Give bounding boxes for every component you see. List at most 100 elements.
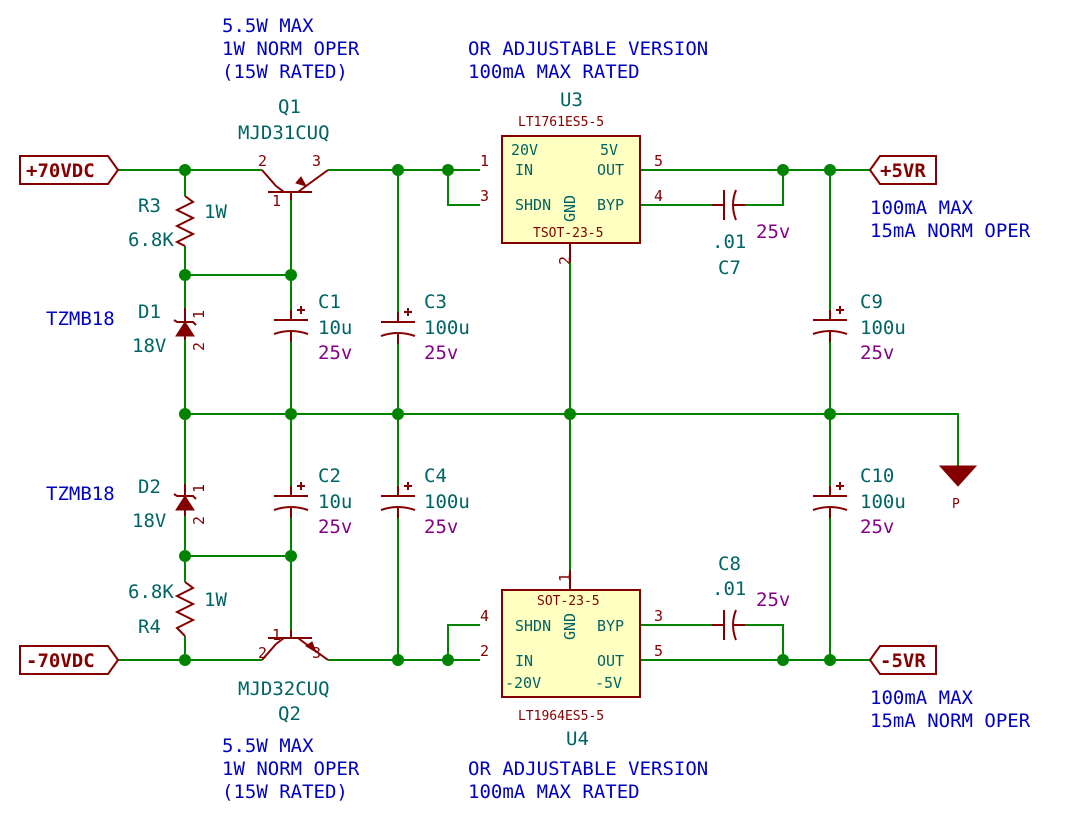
c3-value: 100u [424,317,470,339]
zener-d1 [173,308,197,340]
capacitor-c7 [712,189,745,221]
u3-pin-shdn: SHDN [515,196,551,214]
c1-value: 10u [318,317,352,339]
c2-voltage: 25v [318,516,352,538]
q1-pin-b: 2 [258,152,267,170]
d1-ref: D1 [138,301,161,323]
power-flag-pos-out-label: +5VR [880,160,926,182]
u3-pinnum-shdn: 3 [480,187,489,205]
c4-ref: C4 [424,465,447,487]
out-neg-note-line-1: 100mA MAX [870,687,974,709]
u4-pinnum-byp: 3 [654,607,663,625]
u3-pin-in-voltage: 20V [511,141,538,159]
q1-pin-c: 3 [312,152,321,170]
out-pos-note-line-1: 100mA MAX [870,197,974,219]
u4-pin-out-voltage: -5V [595,674,622,692]
d1-part: TZMB18 [46,308,115,330]
c3-ref: C3 [424,291,447,313]
d2-pin-2: 2 [190,516,208,525]
c8-ref: C8 [718,553,741,575]
u4-pinnum-in: 2 [480,642,489,660]
c10-voltage: 25v [860,516,894,538]
c2-ref: C2 [318,465,341,487]
d2-value: 18V [132,510,166,532]
u3-pinnum-byp: 4 [654,187,663,205]
q2-value: MJD32CUQ [238,678,330,700]
junctions [179,164,836,666]
u4-value: LT1964ES5-5 [518,709,604,724]
u4-pin-in-voltage: -20V [505,674,541,692]
d2-ref: D2 [138,476,161,498]
u3-note-line-1: OR ADJUSTABLE VERSION [468,38,708,60]
u4-pin-gnd: GND [561,613,579,640]
q1-pin-e: 1 [272,192,281,210]
transistor-q2 [261,630,329,661]
c10-ref: C10 [860,465,894,487]
u4-note-line-2: 100mA MAX RATED [468,781,640,803]
d1-pin-2: 2 [190,342,208,351]
power-flag-pos-in-label: +70VDC [26,160,95,182]
q1-value: MJD31CUQ [238,122,330,144]
u3-ref: U3 [560,89,583,111]
u3-pin-byp: BYP [597,196,624,214]
u4-pinnum-out: 5 [654,642,663,660]
u4-pin-byp: BYP [597,617,624,635]
c3-voltage: 25v [424,342,458,364]
c9-value: 100u [860,317,906,339]
u3-pin-out-voltage: 5V [600,141,618,159]
u3-pinnum-gnd: 2 [556,256,574,265]
q1-ref: Q1 [278,96,301,118]
power-flag-neg-out-label: -5VR [880,650,926,672]
c8-value: .01 [712,578,746,600]
c10-value: 100u [860,491,906,513]
q1-note-line-3: (15W RATED) [222,61,348,83]
c7-voltage: 25v [756,221,790,243]
out-neg-note-line-2: 15mA NORM OPER [870,710,1031,732]
q2-note-line-3: (15W RATED) [222,781,348,803]
u3-pin-gnd: GND [561,195,579,222]
u3-pinnum-in: 1 [480,152,489,170]
u3-footprint: TSOT-23-5 [533,226,603,241]
r3-power: 1W [204,201,227,223]
u3-note-line-2: 100mA MAX RATED [468,61,640,83]
c7-ref: C7 [718,257,741,279]
c9-ref: C9 [860,291,883,313]
u3-pin-in: IN [515,161,533,179]
power-flag-pos-out: +5VR [868,155,937,185]
r3-value: 6.8K [128,229,174,251]
u4-pinnum-shdn: 4 [480,607,489,625]
q2-note-line-2: 1W NORM OPER [222,758,360,780]
regulator-u4 [501,570,641,698]
power-flag-pos-in: +70VDC [19,155,120,185]
resistor-r4 [174,581,196,637]
u4-footprint: SOT-23-5 [537,594,600,609]
c4-value: 100u [424,491,470,513]
resistor-r3 [174,195,196,247]
r3-ref: R3 [138,195,161,217]
q2-pin-c: 3 [312,644,321,662]
capacitor-c2 [273,482,309,518]
capacitor-c10 [812,482,848,518]
power-flag-neg-out: -5VR [868,645,937,675]
c4-voltage: 25v [424,516,458,538]
u4-note-line-1: OR ADJUSTABLE VERSION [468,758,708,780]
u4-ref: U4 [566,728,589,750]
d2-pin-1: 1 [190,484,208,493]
ground-label: P [952,497,960,512]
r4-value: 6.8K [128,581,174,603]
zener-d2 [173,484,197,516]
power-flag-neg-in-label: -70VDC [26,650,95,672]
c7-value: .01 [712,231,746,253]
ground-symbol: P [938,465,978,512]
c1-ref: C1 [318,291,341,313]
capacitor-c3 [380,308,416,344]
capacitor-c9 [812,306,848,342]
power-flag-neg-in: -70VDC [19,645,120,675]
c1-voltage: 25v [318,342,352,364]
u4-pinnum-gnd: 1 [556,573,574,582]
q2-ref: Q2 [278,703,301,725]
d2-part: TZMB18 [46,483,115,505]
q2-pin-e: 1 [272,626,281,644]
u3-pin-out: OUT [597,161,624,179]
